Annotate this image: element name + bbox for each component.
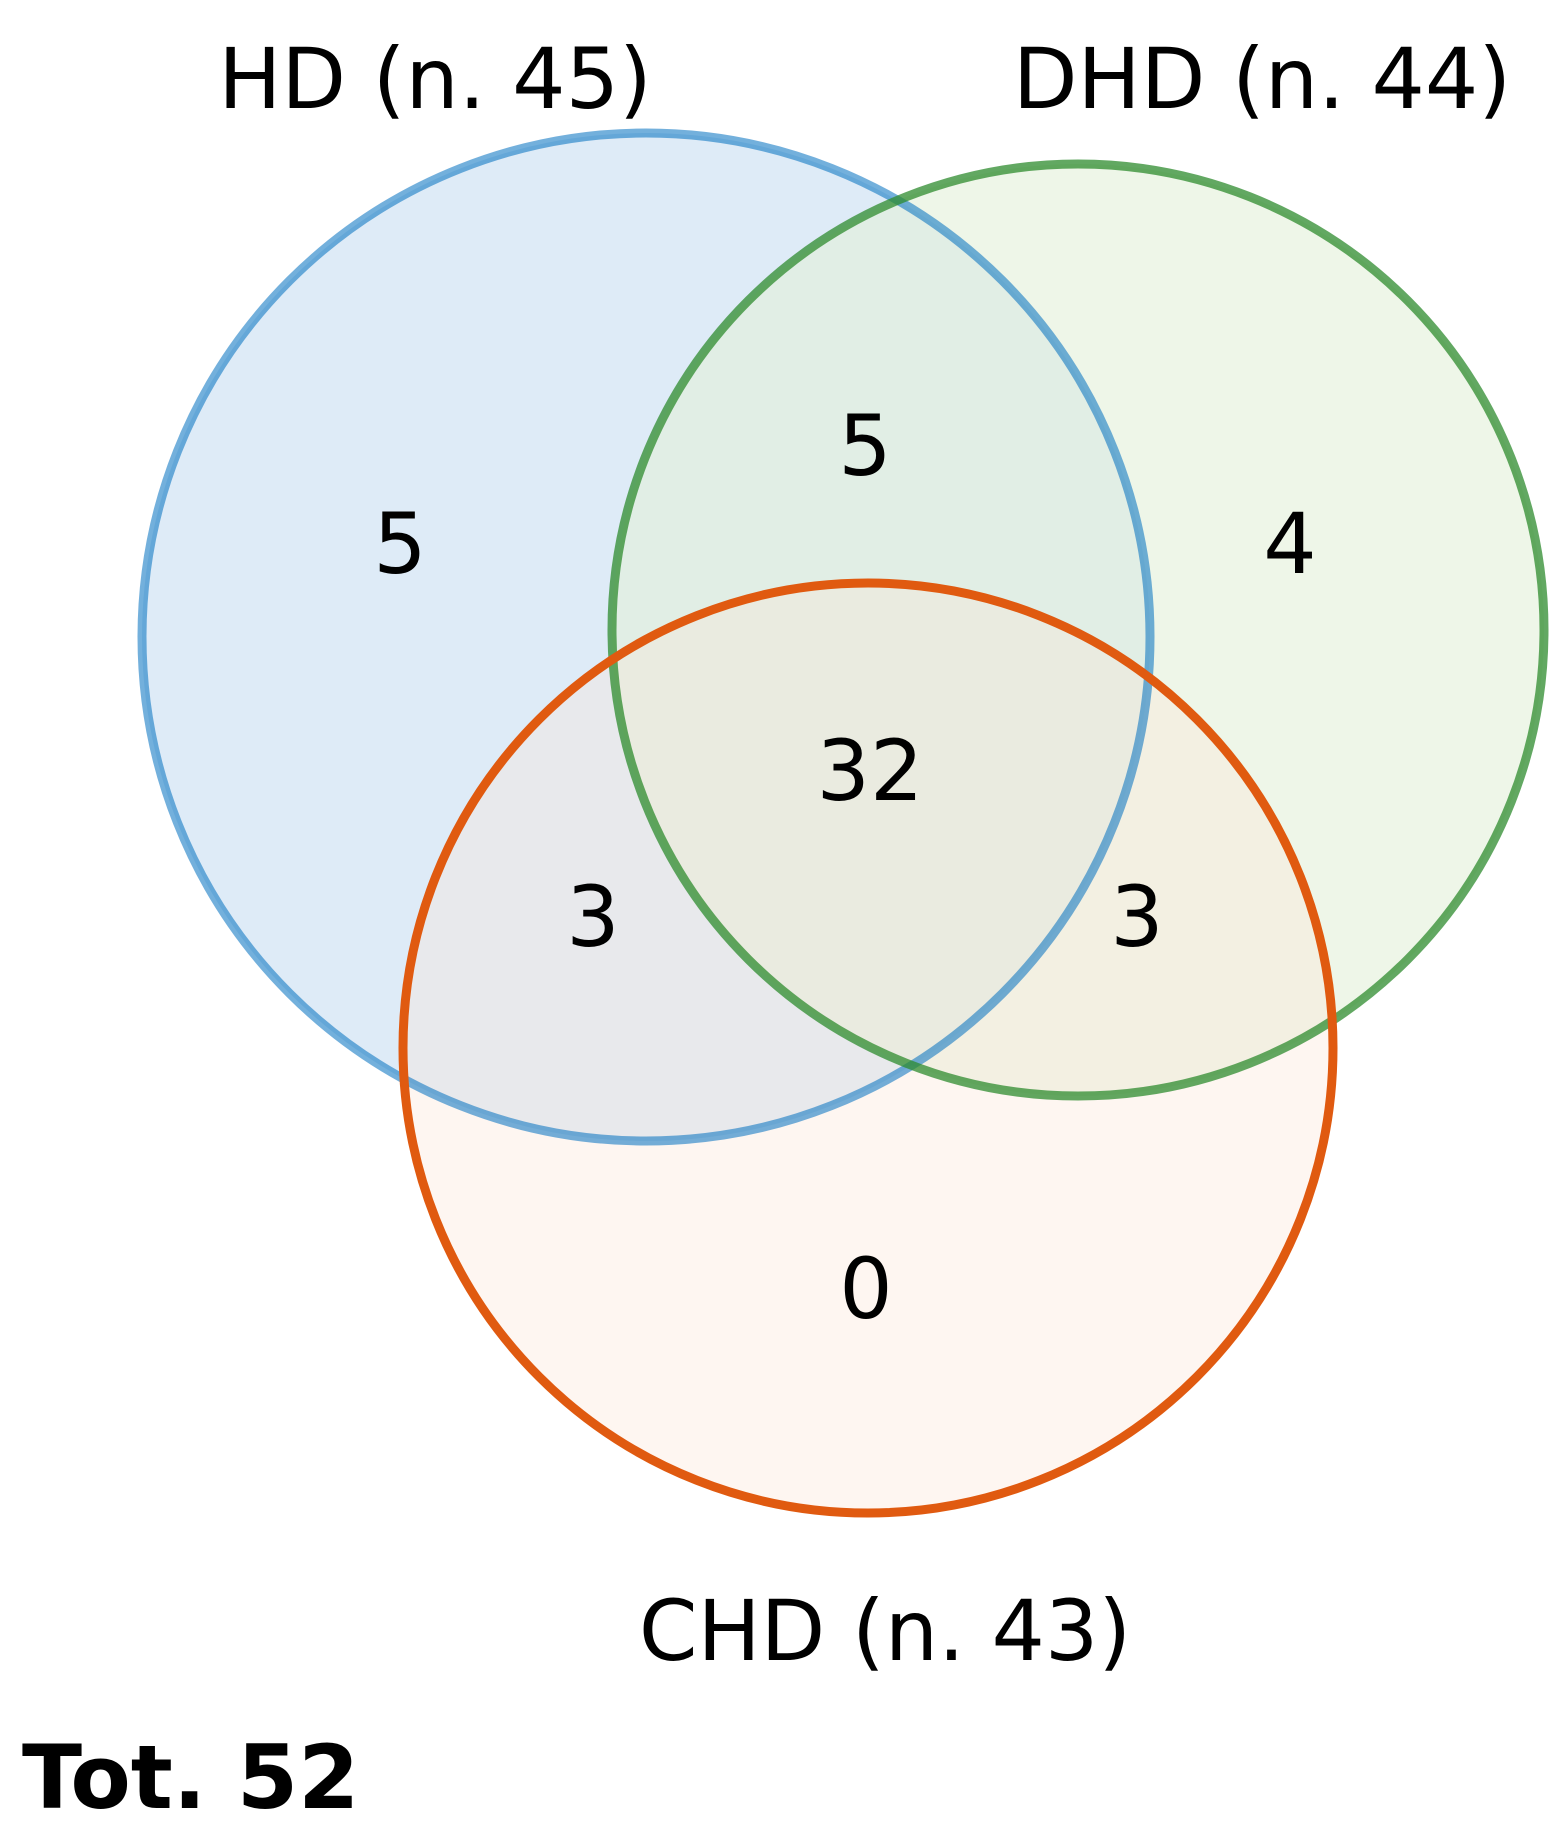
label-hd: HD (n. 45) bbox=[218, 30, 652, 128]
count-all: 32 bbox=[817, 722, 924, 820]
label-dhd: DHD (n. 44) bbox=[1013, 30, 1511, 128]
count-hd-chd: 3 bbox=[566, 868, 619, 966]
label-chd: CHD (n. 43) bbox=[639, 1582, 1131, 1680]
count-dhd-chd: 3 bbox=[1110, 868, 1163, 966]
count-dhd-only: 4 bbox=[1263, 495, 1316, 593]
outline-dhd bbox=[607, 159, 1549, 1101]
set-labels: HD (n. 45) DHD (n. 44) CHD (n. 43) bbox=[218, 30, 1511, 1680]
count-hd-only: 5 bbox=[373, 495, 426, 593]
count-hd-dhd: 5 bbox=[838, 397, 891, 495]
outline-chd bbox=[398, 578, 1338, 1518]
outline-hd bbox=[137, 128, 1155, 1146]
set-outlines bbox=[137, 128, 1549, 1518]
set-circles bbox=[142, 133, 1544, 1513]
count-chd-only: 0 bbox=[839, 1240, 892, 1338]
region-counts: 5 5 4 32 3 3 0 bbox=[373, 397, 1316, 1338]
total-count: Tot. 52 bbox=[22, 1726, 359, 1829]
